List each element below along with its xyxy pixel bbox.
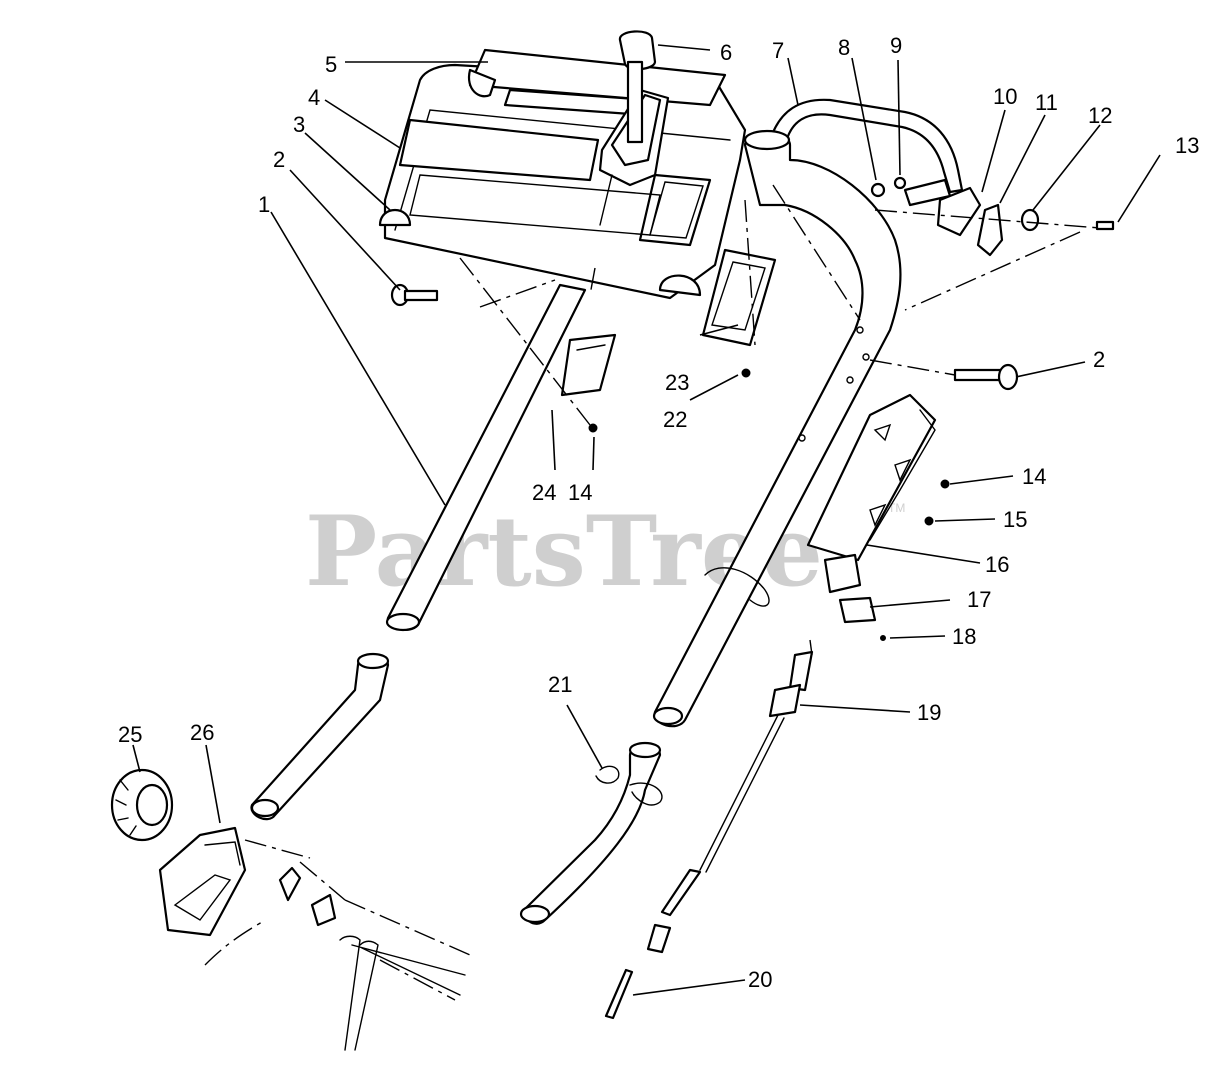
callout-18: 18 — [952, 624, 976, 649]
callout-9: 9 — [890, 33, 902, 58]
bolt-right — [953, 363, 1019, 391]
callout-16: 16 — [985, 552, 1009, 577]
console-panel — [378, 48, 747, 300]
left-handle-tube — [385, 283, 587, 632]
left-bracket — [560, 333, 617, 433]
callout-2-left: 2 — [273, 147, 285, 172]
right-bracket — [701, 248, 777, 378]
callout-24: 24 — [532, 480, 556, 505]
callout-7: 7 — [772, 38, 784, 63]
right-handle-tube — [652, 129, 902, 728]
callout-4: 4 — [308, 85, 320, 110]
callout-11: 11 — [1035, 90, 1058, 115]
callout-19: 19 — [917, 700, 941, 725]
right-hardware — [870, 176, 1115, 257]
callout-labels: 1 2 2 3 4 5 6 7 8 9 10 11 12 13 14 14 15… — [118, 33, 1199, 992]
callout-6: 6 — [720, 40, 732, 65]
spring-clip — [704, 567, 770, 607]
callout-14-left: 14 — [568, 480, 592, 505]
alignment-lines — [244, 184, 1101, 901]
lower-center-tube — [519, 741, 663, 925]
callout-22: 22 — [663, 407, 687, 432]
handle-bracket — [158, 826, 247, 937]
watermark-trademark: TM — [888, 501, 905, 515]
callout-5: 5 — [325, 52, 337, 77]
callout-1: 1 — [258, 192, 270, 217]
callout-26: 26 — [190, 720, 214, 745]
callout-15: 15 — [1003, 507, 1027, 532]
bolt-left — [390, 283, 439, 307]
callout-14-right: 14 — [1022, 464, 1046, 489]
callout-10: 10 — [993, 84, 1017, 109]
callout-13: 13 — [1175, 133, 1199, 158]
callout-25: 25 — [118, 722, 142, 747]
callout-17: 17 — [967, 587, 991, 612]
callout-2-right: 2 — [1093, 347, 1105, 372]
shift-lever — [598, 30, 670, 226]
lower-frame — [204, 866, 471, 1051]
control-cable — [604, 650, 814, 1020]
upper-handle-loop — [768, 98, 964, 194]
leader-lines — [132, 44, 1161, 996]
lower-left-tube — [250, 652, 390, 821]
clamp — [823, 553, 886, 641]
callout-21: 21 — [548, 672, 572, 697]
callout-23: 23 — [665, 370, 689, 395]
callout-12: 12 — [1088, 103, 1112, 128]
callout-3: 3 — [293, 112, 305, 137]
adjustment-knob — [110, 768, 174, 842]
callout-20: 20 — [748, 967, 772, 992]
callout-8: 8 — [838, 35, 850, 60]
mounting-plate — [806, 393, 950, 562]
